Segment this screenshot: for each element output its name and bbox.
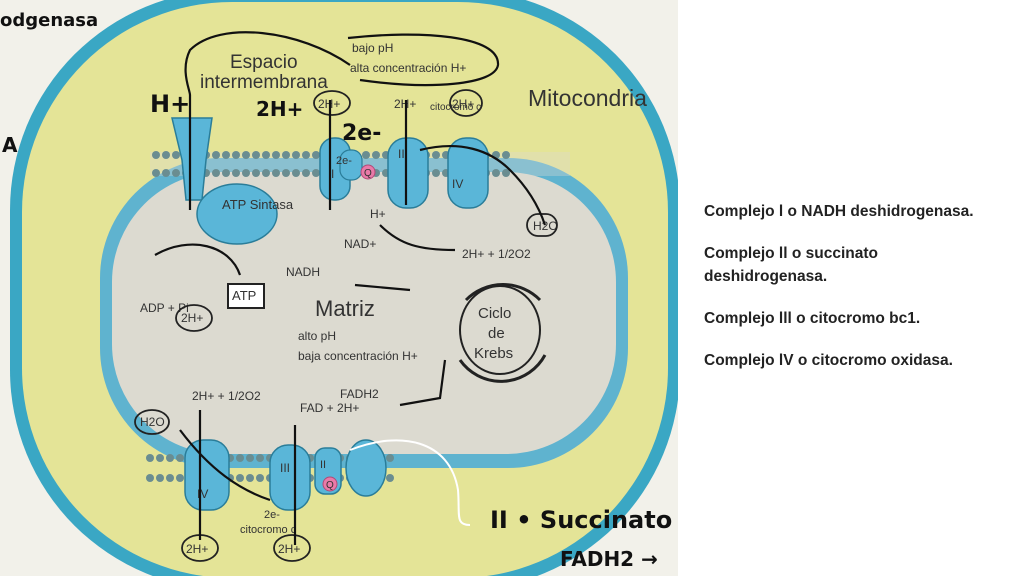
2h-adp: 2H+ (181, 311, 203, 325)
adp-label: ADP + Pi (140, 301, 189, 315)
complex-iii (387, 137, 429, 209)
mitocondria-title: Mitocondria (528, 85, 647, 111)
2h-top-1-circle (313, 90, 351, 116)
high-h-label: alta concentración H+ (350, 61, 466, 75)
h2o-bottom: H2O (140, 415, 165, 429)
ubiquinone-top (360, 164, 376, 180)
fadh2-label: FADH2 (340, 387, 379, 401)
bottom-complex-iii (269, 444, 311, 511)
note-complex-iii: Complejo lll o citocromo bc1. (704, 310, 921, 327)
complex-i-label: I (331, 167, 334, 181)
hand-succinato: II • Succinato (490, 506, 672, 534)
h2o-top: H2O (533, 219, 558, 233)
q-bottom-label: Q (326, 480, 334, 491)
atp-synthase-label: ATP Sintasa (222, 197, 294, 212)
bottom-complex-ii-label: II (320, 459, 326, 471)
hand-top-left: odgenasa (0, 10, 98, 31)
note-complex-ii: Complejo ll o succinato deshidrogenasa. (704, 245, 878, 285)
h2o-top-circle (526, 213, 558, 237)
cytochrome-bottom-label: citocromo c (240, 524, 297, 536)
krebs-cycle (458, 283, 547, 383)
water-eq-top: 2H+ + 1/2O2 (462, 247, 531, 261)
ubiquinone-bottom (322, 476, 338, 492)
note-complex-i: Complejo l o NADH deshidrogenasa. (704, 203, 974, 220)
nad-label: NAD+ (344, 237, 376, 251)
2e-bottom: 2e- (264, 509, 280, 521)
complex-i (319, 137, 363, 201)
cytochrome-top-label: citocromo c (430, 102, 481, 113)
hand-2h: 2H+ (256, 97, 303, 121)
krebs-label-2: de (488, 325, 505, 342)
bottom-complex-ii (314, 439, 387, 497)
water-eq-bottom: 2H+ + 1/2O2 (192, 389, 261, 403)
intermembrane-label-1: Espacio (230, 52, 298, 73)
atp-synthase (171, 117, 278, 245)
low-h-label: baja concentración H+ (298, 349, 418, 363)
atp-box (227, 283, 265, 309)
nadh-label: NADH (286, 265, 320, 279)
fad-label: FAD + 2H+ (300, 401, 359, 415)
complex-iv (447, 137, 489, 209)
mitochondria-diagram: ATP Sintasa I Q III IV IV III II Q Espac… (0, 0, 678, 576)
krebs-label-1: Ciclo (478, 305, 511, 322)
complex-iv-label: IV (452, 177, 463, 191)
2h-bottom-1: 2H+ (186, 542, 208, 556)
q-top-label: Q (364, 168, 372, 179)
note-complex-iv: Complejo lV o citocromo oxidasa. (704, 352, 953, 369)
atp-label: ATP (232, 288, 256, 303)
2h-top-3-circle (449, 89, 483, 117)
h2o-bottom-circle (134, 409, 170, 435)
krebs-label-3: Krebs (474, 345, 513, 362)
white-arrow (349, 439, 471, 526)
low-ph-label: bajo pH (352, 41, 393, 55)
2e-top: 2e- (336, 155, 352, 167)
bottom-complex-iv (184, 439, 230, 511)
2h-top-3: 2H+ (452, 97, 474, 111)
complex-iii-label: III (398, 147, 408, 161)
matrix-label: Matriz (315, 296, 375, 321)
hand-left-letter: A (2, 133, 18, 157)
2h-bottom-2: 2H+ (278, 542, 300, 556)
bottom-complex-iv-label: IV (197, 487, 208, 501)
handdrawn-arrows (154, 31, 547, 545)
hand-h: H+ (150, 90, 190, 118)
h-label: H+ (370, 207, 386, 221)
2h-bottom-2-circle (273, 534, 311, 562)
bottom-complex-iii-label: III (280, 461, 290, 475)
hand-2e: 2e- (342, 121, 381, 146)
hand-fadh2: FADH2 → (560, 547, 658, 571)
high-ph-label: alto pH (298, 329, 336, 343)
intermembrane-label-2: intermembrana (200, 72, 328, 93)
complex-notes: Complejo l o NADH deshidrogenasa. Comple… (704, 200, 1004, 391)
2h-adp-circle (175, 304, 213, 332)
